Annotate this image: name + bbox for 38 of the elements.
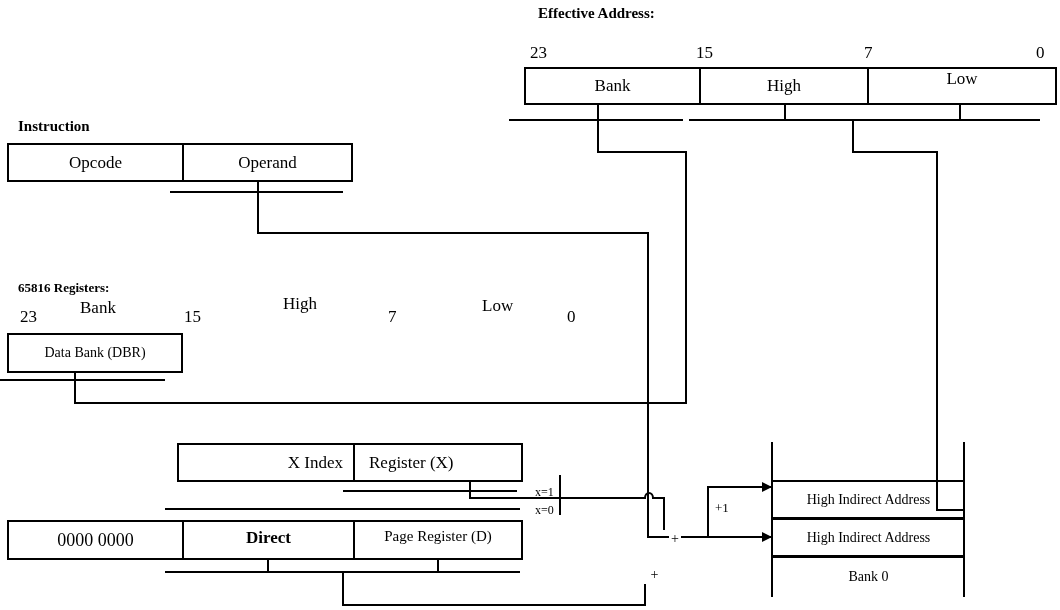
bit-number: 15 — [696, 43, 713, 63]
register-field: Bank — [524, 67, 701, 105]
column-heading: High — [283, 294, 317, 314]
register-field: High — [699, 67, 869, 105]
register-field: Opcode — [7, 143, 184, 182]
register-field: Register (X) — [353, 443, 523, 482]
bit-number: 0 — [567, 307, 576, 327]
connector-line — [852, 104, 966, 511]
section-heading: Effective Address: — [538, 5, 655, 22]
register-field: X Index — [177, 443, 355, 482]
arrow — [680, 482, 773, 538]
register-field: Page Register (D) — [353, 520, 523, 560]
select-mark: x=0 — [535, 503, 554, 518]
connector-line — [469, 481, 665, 531]
bit-number: 23 — [530, 43, 547, 63]
register-field: Data Bank (DBR) — [7, 333, 183, 373]
register-field: Low — [867, 67, 1057, 105]
section-heading: Instruction — [18, 118, 90, 135]
register-field: Operand — [182, 143, 353, 182]
memory-cell: High Indirect Address — [772, 518, 965, 557]
adder-sign: + — [648, 566, 661, 584]
bit-number: 7 — [388, 307, 397, 327]
bit-number: 15 — [184, 307, 201, 327]
register-field: Direct — [182, 520, 355, 560]
memory-cell: Bank 0 — [772, 556, 965, 596]
bit-number: 23 — [20, 307, 37, 327]
bit-number: 0 — [1036, 43, 1045, 63]
memory-cell: High Indirect Address — [772, 480, 965, 519]
section-heading: 65816 Registers: — [18, 280, 110, 296]
bit-number: 7 — [864, 43, 873, 63]
connector-line — [342, 559, 646, 606]
column-heading: Low — [482, 296, 514, 316]
column-heading: Bank — [80, 298, 116, 318]
connector-line — [257, 181, 670, 538]
select-mark: x=1 — [535, 485, 554, 500]
register-field: 0000 0000 — [7, 520, 184, 560]
connector-line — [74, 104, 687, 404]
adder-sign: + — [669, 530, 681, 548]
